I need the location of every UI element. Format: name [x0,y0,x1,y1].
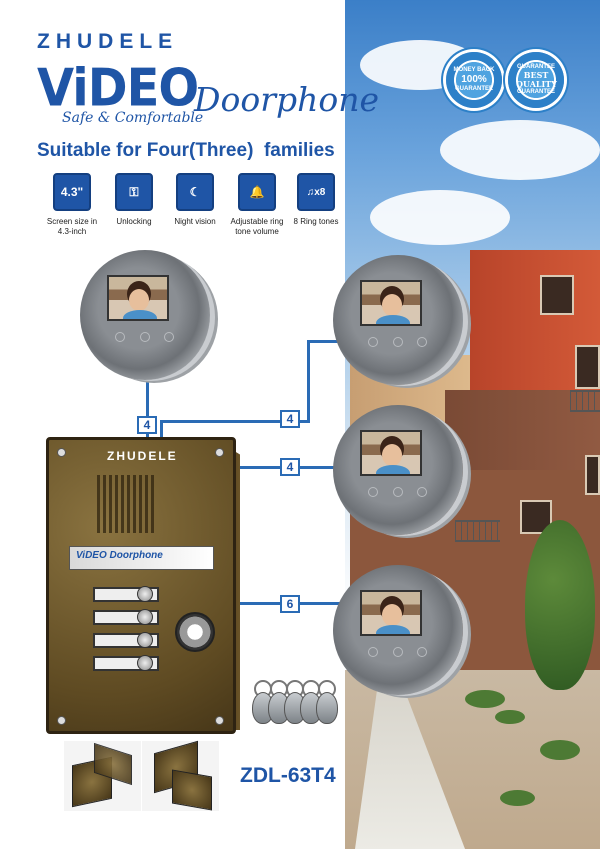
wire [307,340,310,423]
monitor-button [140,332,150,342]
tagline: Safe & Comfortable [62,110,204,126]
badge-top-text: GUARANTEE [516,64,555,70]
monitor-button [368,647,378,657]
tree [525,520,595,690]
feature-label: Screen size in 4.3-inch [46,217,98,236]
badge-bottom-text: GUARANTEE [516,89,555,95]
headline: Suitable for Four(Three) families [37,140,335,161]
feature-label: Night vision [174,217,216,226]
wire-count-label: 4 [280,410,300,428]
screw [215,716,224,725]
indoor-monitor [333,255,463,385]
wire [160,420,310,423]
feature-screen-size: 4.3" Screen size in 4.3-inch [42,173,102,237]
person-face [382,294,402,316]
camera-lens [175,612,215,652]
money-back-badge: MONEY BACK 100% GUARANTEE [446,52,502,108]
feature-label: Unlocking [116,217,152,226]
product-photo [142,740,219,811]
feature-night-vision: ☾ Night vision [165,173,225,227]
cloud [370,190,510,245]
feature-unlocking: ⚿ Unlocking [104,173,164,227]
person-body [376,625,410,634]
monitor-button [393,647,403,657]
person-body [376,465,410,474]
doorphone-title: Doorphone [194,80,379,119]
balcony-railing [455,520,500,542]
balcony-railing [570,390,600,412]
screw [57,716,66,725]
night-vision-icon: ☾ [176,173,214,211]
indoor-monitor [80,250,210,380]
wire [160,420,163,440]
panel-brand: ZHUDELE [107,449,178,463]
person-face [382,444,402,466]
monitor-screen [360,280,422,326]
model-number: ZDL-63T4 [240,764,336,787]
badge-bottom-text: GUARANTEE [454,86,493,92]
screw [57,448,66,457]
shrub [540,740,580,760]
mini-panel [172,769,212,811]
wire [307,340,347,343]
person-face [129,289,149,311]
monitor-button [115,332,125,342]
wire-count-label: 6 [280,595,300,613]
monitor-button [417,487,427,497]
shrub [465,690,505,708]
monitor-button [368,487,378,497]
feature-volume: 🔔 Adjustable ring tone volume [224,173,290,237]
window [575,345,600,389]
person-face [382,604,402,626]
monitor-screen [360,590,422,636]
wire-count-label: 4 [280,458,300,476]
person-body [376,315,410,324]
monitor-button [393,487,403,497]
shrub [500,790,535,806]
product-photo [64,741,141,811]
monitor-button [393,337,403,347]
panel-strip-text: ViDEO Doorphone [76,550,163,561]
wire-count-label: 4 [137,416,157,434]
wire [146,380,149,440]
badge-main-text: BEST QUALITY [516,70,557,89]
screw [215,448,224,457]
best-quality-badge: GUARANTEE BEST QUALITY GUARANTEE [508,52,564,108]
speaker-grille [97,475,155,533]
monitor-button [417,647,427,657]
outdoor-panel: ZHUDELE ViDEO Doorphone [46,437,236,734]
monitor-button [417,337,427,347]
feature-label: 8 Ring tones [293,217,339,226]
panel-label-strip: ViDEO Doorphone [69,546,214,570]
call-button[interactable] [137,632,153,648]
ring-tones-icon: ♫x8 [297,173,335,211]
rfid-key-fob [316,692,338,724]
window [540,275,574,315]
indoor-monitor [333,405,463,535]
call-button[interactable] [137,609,153,625]
brand-name: ZHUDELE [37,30,179,53]
window [585,455,600,495]
video-title: ViDEO [37,58,199,119]
screen-size-icon: 4.3" [53,173,91,211]
feature-label: Adjustable ring tone volume [230,217,284,236]
unlock-icon: ⚿ [115,173,153,211]
shrub [495,710,525,724]
monitor-button [164,332,174,342]
volume-icon: 🔔 [238,173,276,211]
badge-main-text: 100% [461,74,487,85]
cloud [440,120,600,180]
call-button[interactable] [137,655,153,671]
call-button[interactable] [137,586,153,602]
indoor-monitor [333,565,463,695]
person-body [123,310,157,319]
feature-ring-tones: ♫x8 8 Ring tones [286,173,346,227]
monitor-screen [360,430,422,476]
monitor-button [368,337,378,347]
monitor-screen [107,275,169,321]
badge-top-text: MONEY BACK [453,67,495,73]
